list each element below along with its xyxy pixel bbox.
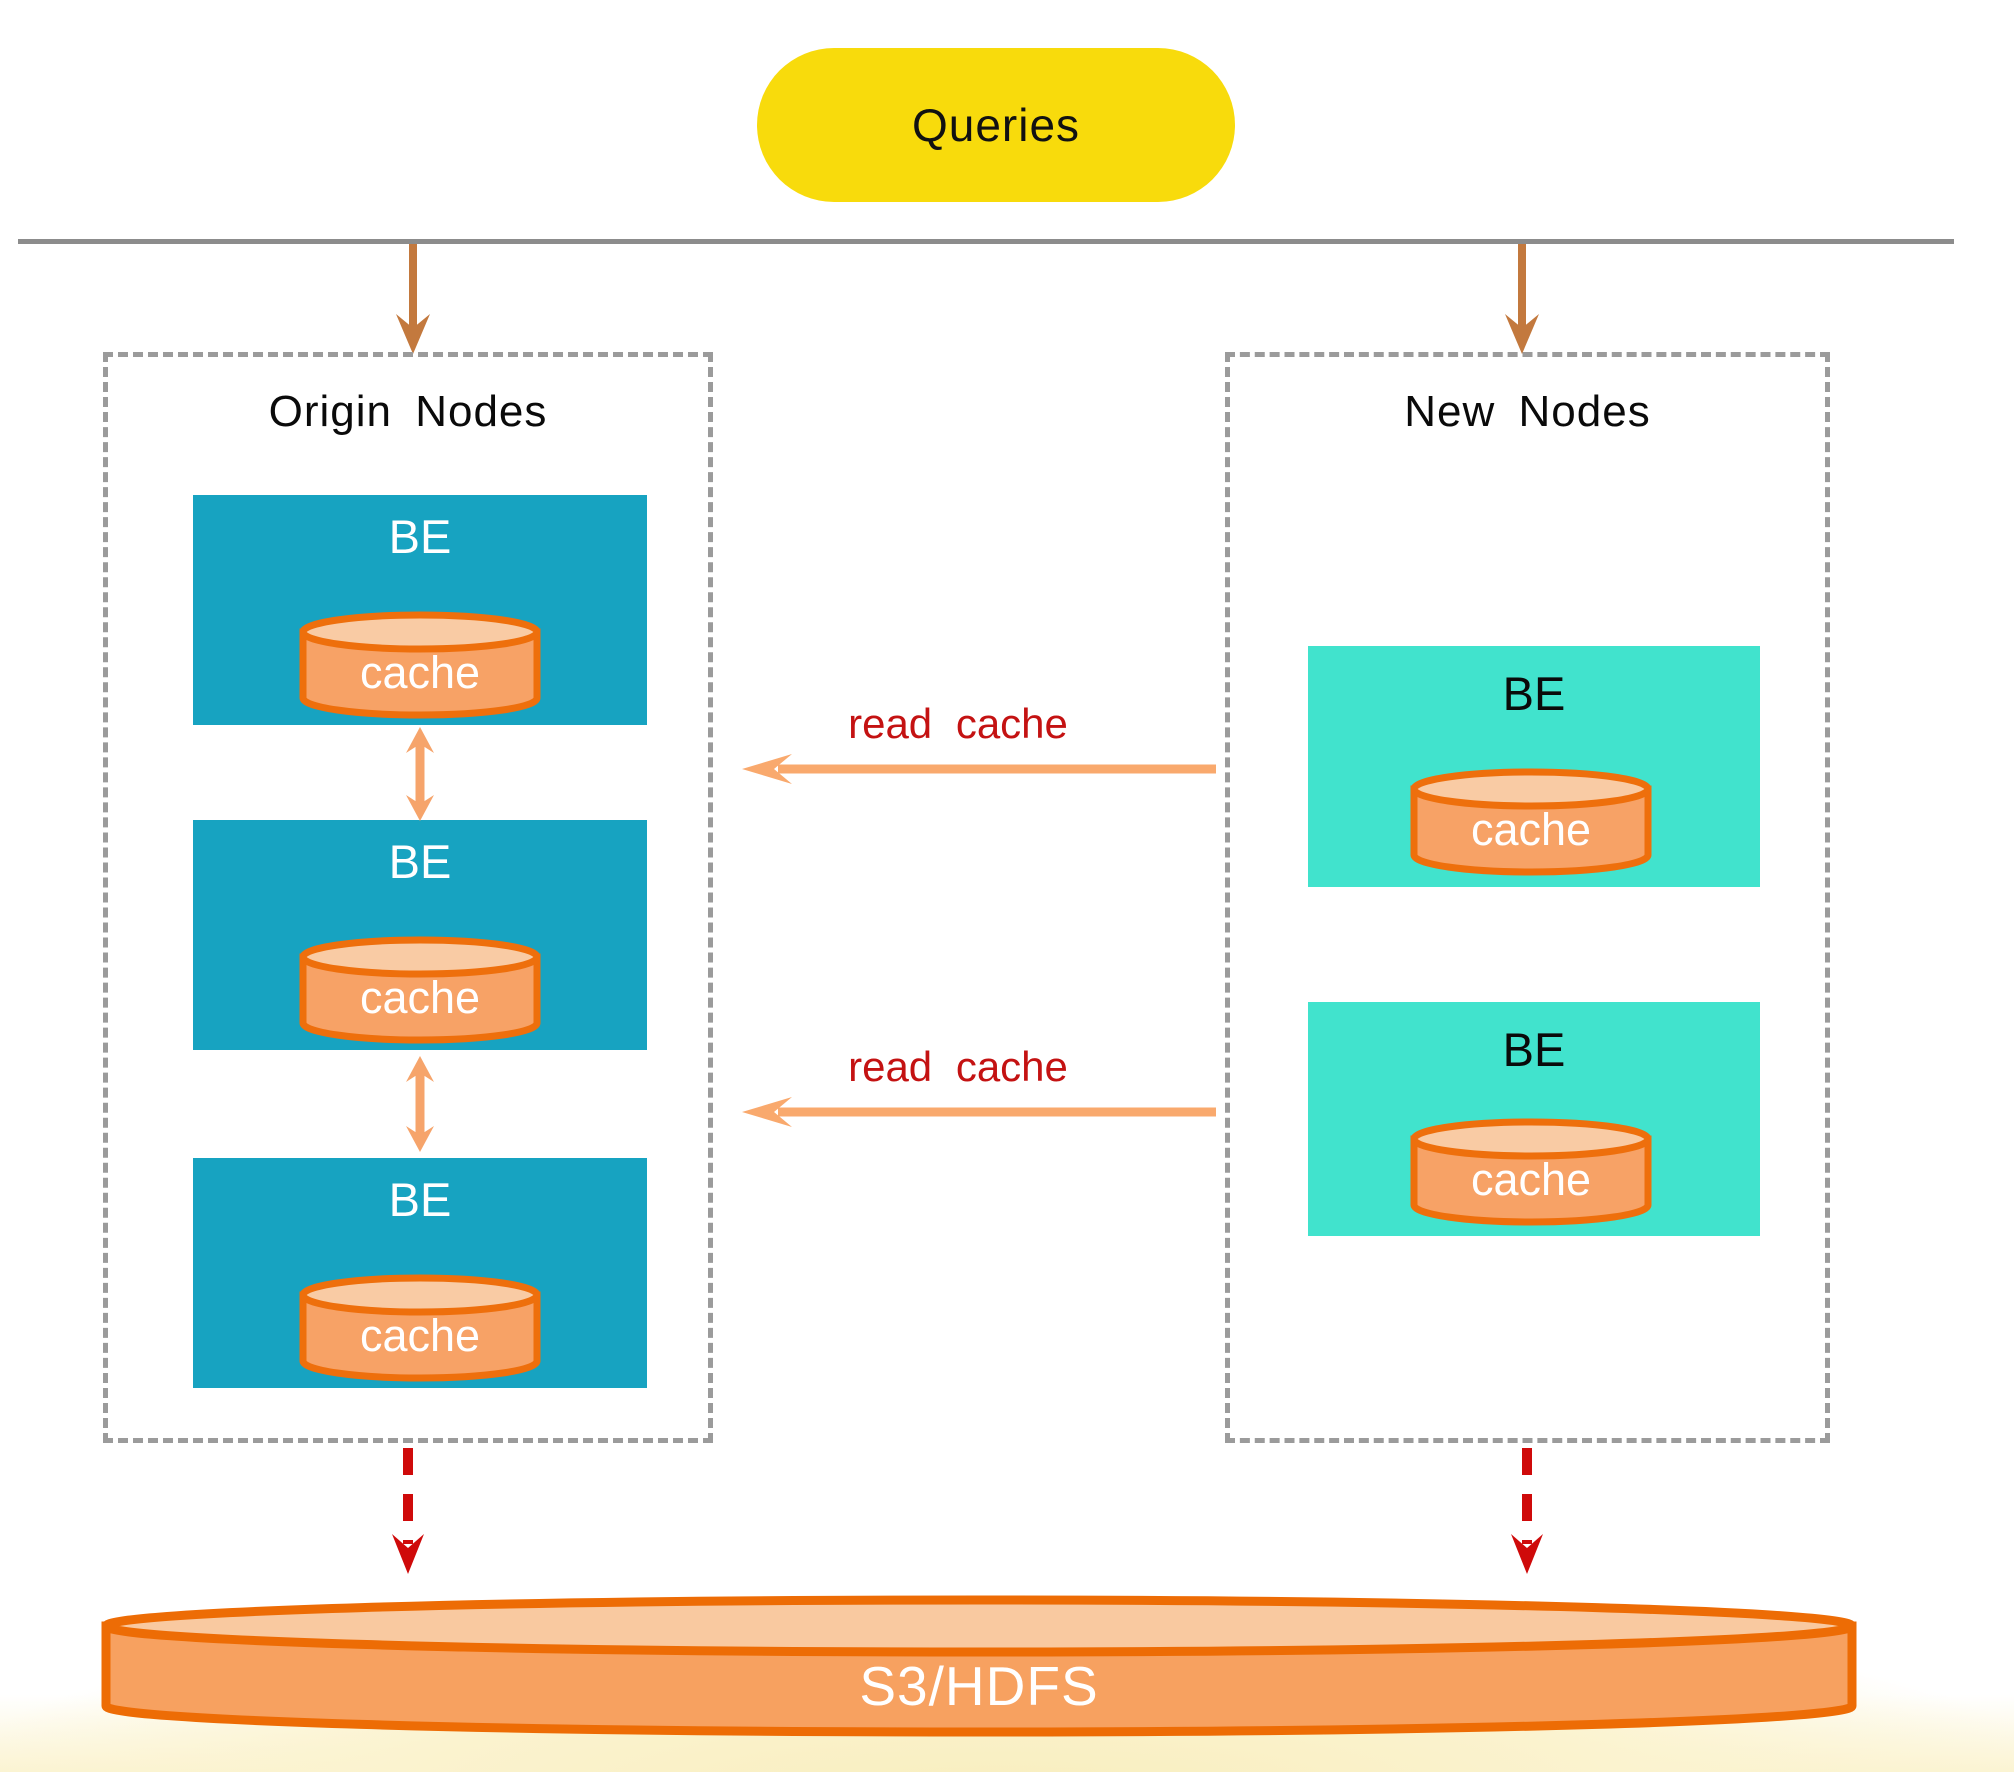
- origin-be-node: BE cache: [193, 1158, 647, 1388]
- cache-cylinder: cache: [1409, 1118, 1653, 1228]
- down-arrow-icon: [396, 244, 430, 354]
- be-label: BE: [388, 510, 452, 563]
- cache-label: cache: [1470, 804, 1592, 855]
- cylinder-icon: [299, 611, 541, 719]
- be-label: BE: [1502, 1023, 1566, 1076]
- queries-pill: Queries: [757, 48, 1235, 202]
- queries-label: Queries: [911, 99, 1081, 151]
- cache-label: cache: [359, 972, 481, 1023]
- new-nodes-panel: New Nodes BE cache BE cache: [1225, 352, 1830, 1443]
- cylinder-icon: [1410, 1118, 1652, 1226]
- cache-label: cache: [359, 1310, 481, 1361]
- new-be-node: BE cache: [1308, 646, 1760, 887]
- cylinder-icon: [1410, 768, 1652, 876]
- storage-cylinder: [100, 1594, 1858, 1754]
- cache-cylinder: cache: [298, 936, 542, 1046]
- cache-label: cache: [1470, 1154, 1592, 1205]
- origin-be-node: BE cache: [193, 495, 647, 725]
- new-be-node: BE cache: [1308, 1002, 1760, 1236]
- new-nodes-title: New Nodes: [1404, 387, 1651, 436]
- cache-cylinder: cache: [298, 611, 542, 721]
- sync-double-arrow-icon: [406, 727, 434, 821]
- down-arrow-icon: [1505, 244, 1539, 354]
- read-cache-arrow-icon: [742, 754, 1216, 784]
- be-label: BE: [388, 1173, 452, 1226]
- origin-be-node: BE cache: [193, 820, 647, 1050]
- to-storage-dashed-arrow-icon: [1511, 1448, 1543, 1574]
- read-cache-label: read cache: [848, 1043, 1068, 1090]
- cylinder-icon: [101, 1595, 1857, 1737]
- origin-nodes-title: Origin Nodes: [268, 387, 548, 436]
- storage-label: S3/HDFS: [859, 1655, 1099, 1717]
- query-bus-line: [18, 239, 1954, 244]
- cylinder-icon: [299, 1274, 541, 1382]
- cache-cylinder: cache: [1409, 768, 1653, 878]
- cylinder-icon: [299, 936, 541, 1044]
- cache-label: cache: [359, 647, 481, 698]
- sync-double-arrow-icon: [406, 1056, 434, 1152]
- be-label: BE: [1502, 667, 1566, 720]
- cache-cylinder: cache: [298, 1274, 542, 1384]
- read-cache-arrow-icon: [742, 1097, 1216, 1127]
- origin-nodes-panel: Origin Nodes BE cache BE cache: [103, 352, 713, 1443]
- read-cache-label: read cache: [848, 700, 1068, 747]
- be-label: BE: [388, 835, 452, 888]
- to-storage-dashed-arrow-icon: [392, 1448, 424, 1574]
